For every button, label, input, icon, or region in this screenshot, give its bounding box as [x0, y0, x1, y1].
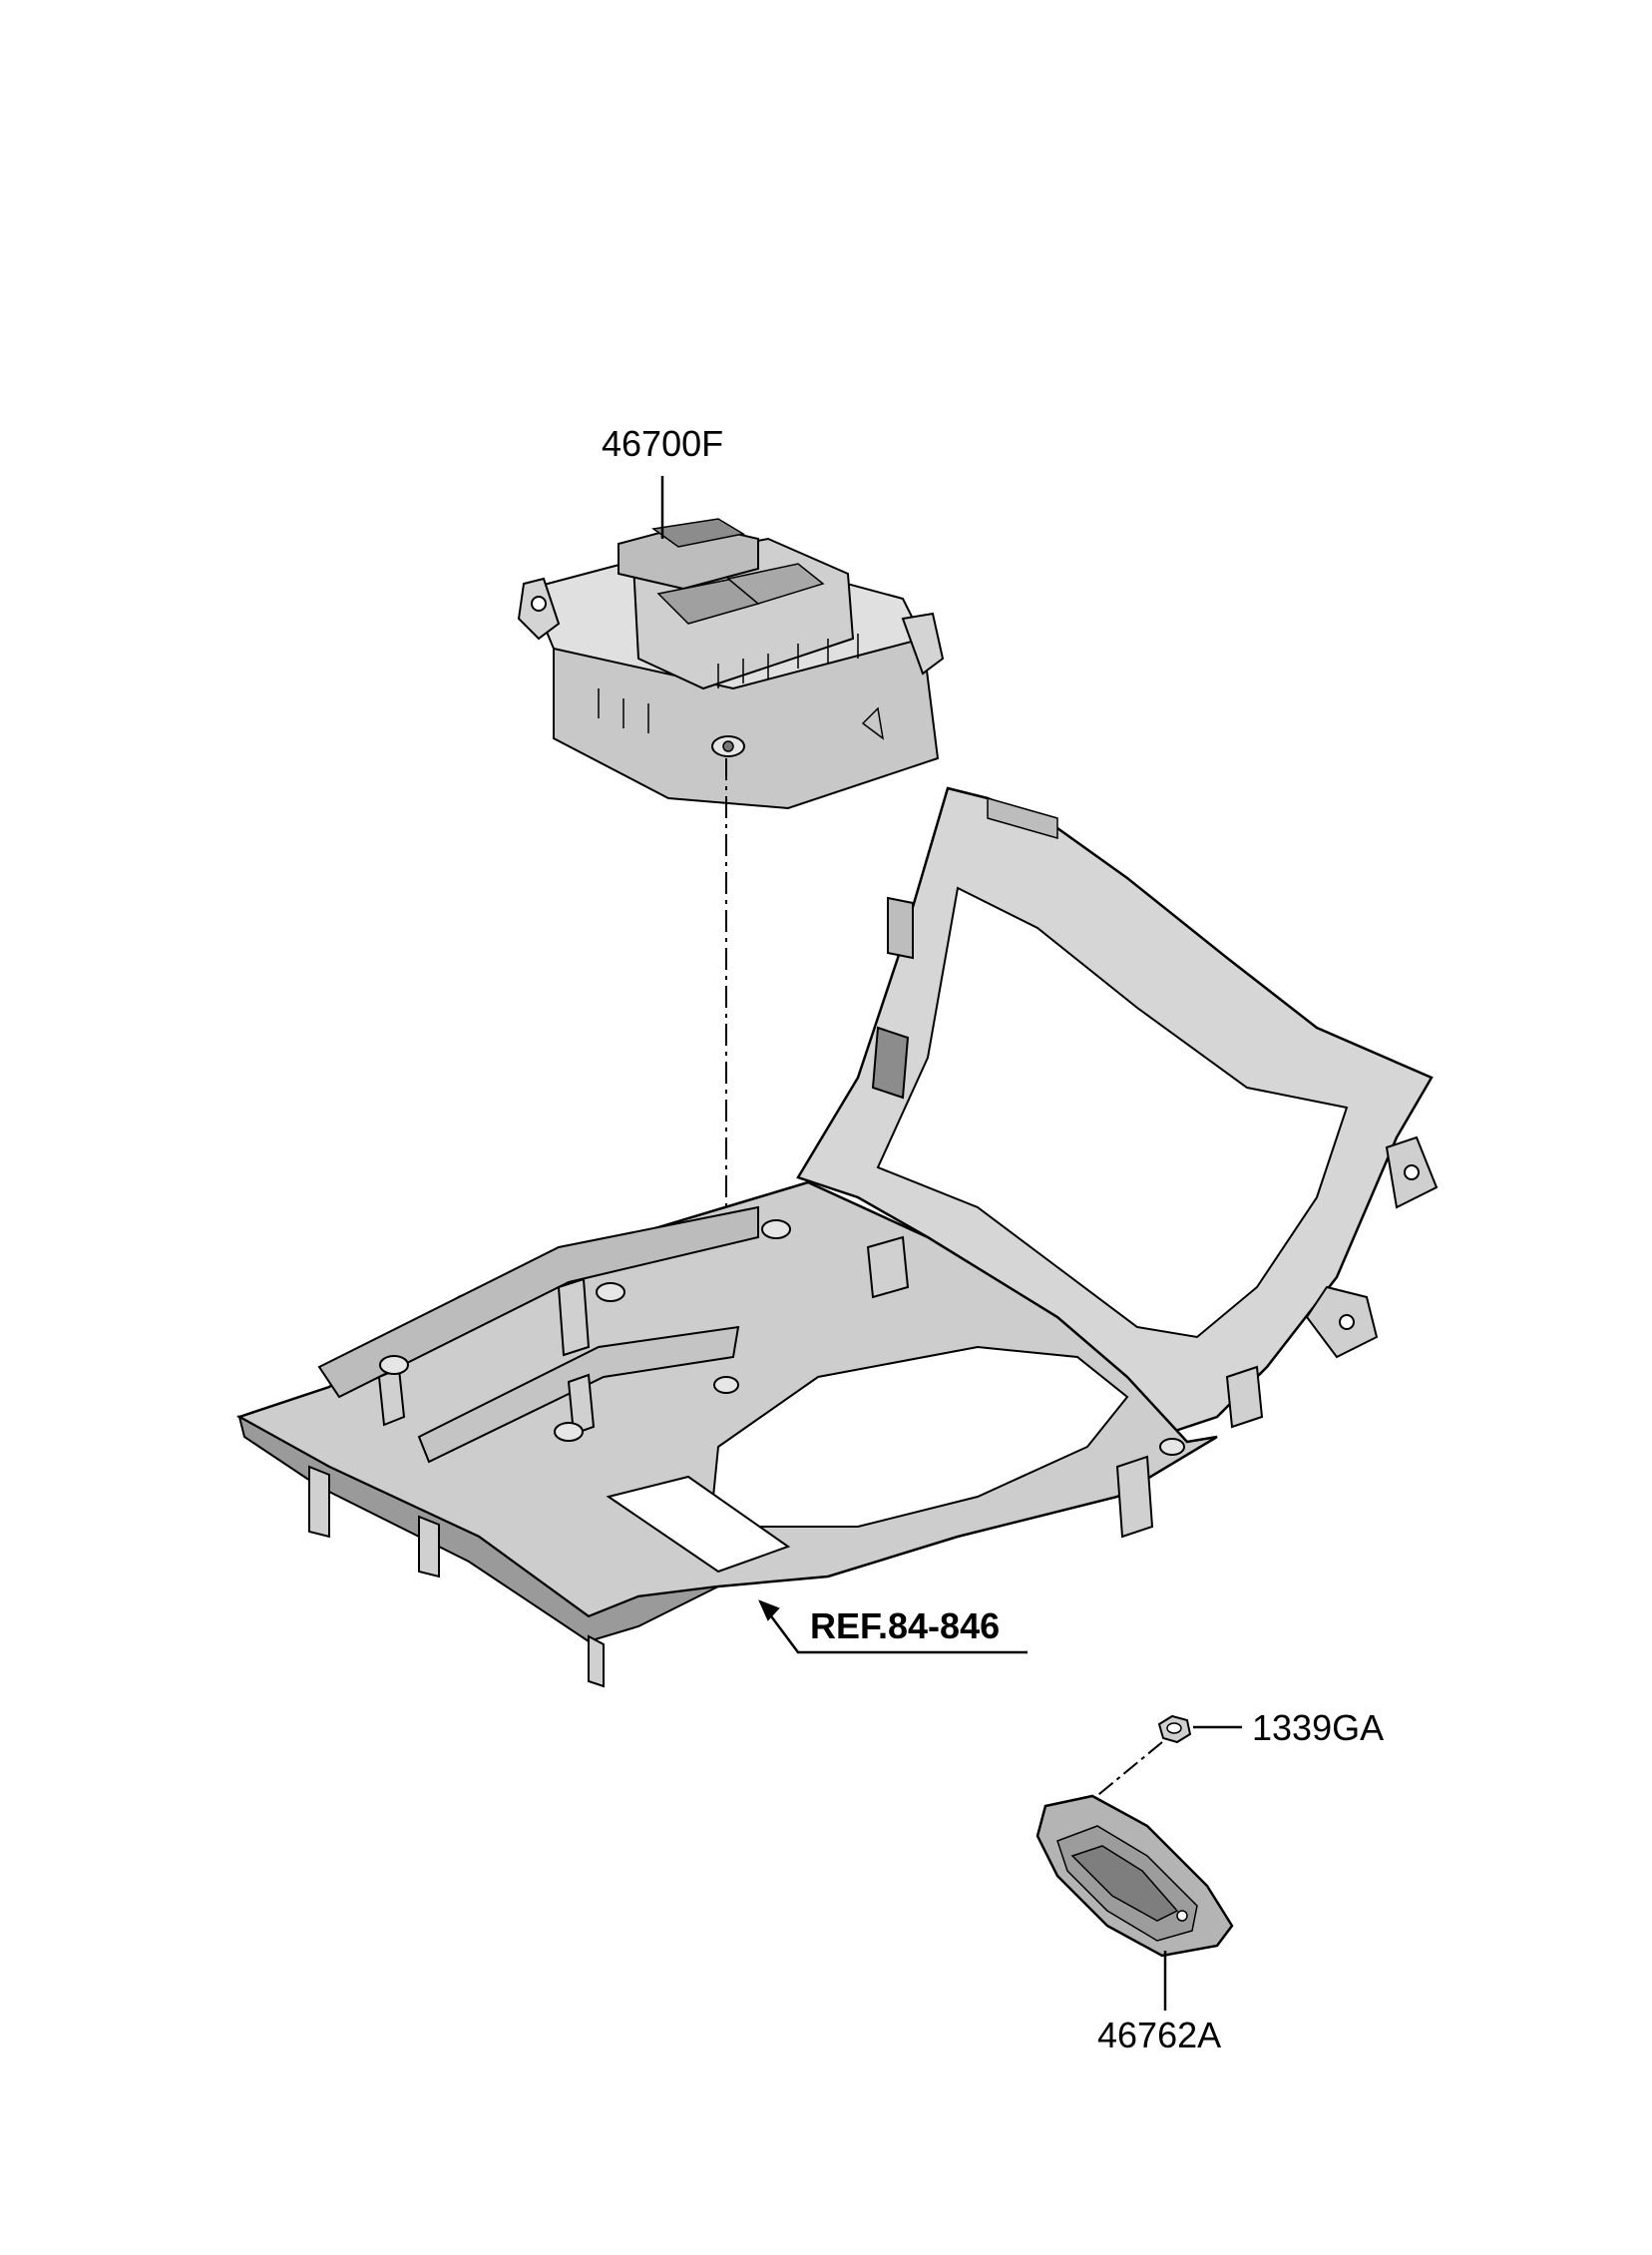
part-number-cover[interactable]: 46762A	[1097, 2015, 1222, 2055]
reference-label[interactable]: REF.84-846	[810, 1605, 1001, 1646]
nut-alignment-line	[1081, 1741, 1163, 1809]
cover-plate[interactable]	[1035, 1794, 1234, 1958]
reference-leader	[758, 1599, 1028, 1654]
part-number-shifter[interactable]: 46700F	[602, 423, 724, 464]
console-bracket[interactable]	[235, 786, 1439, 1688]
part-number-nut[interactable]: 1339GA	[1252, 1707, 1385, 1748]
hex-nut[interactable]	[1157, 1714, 1192, 1744]
shift-lever-assembly[interactable]	[517, 518, 945, 810]
